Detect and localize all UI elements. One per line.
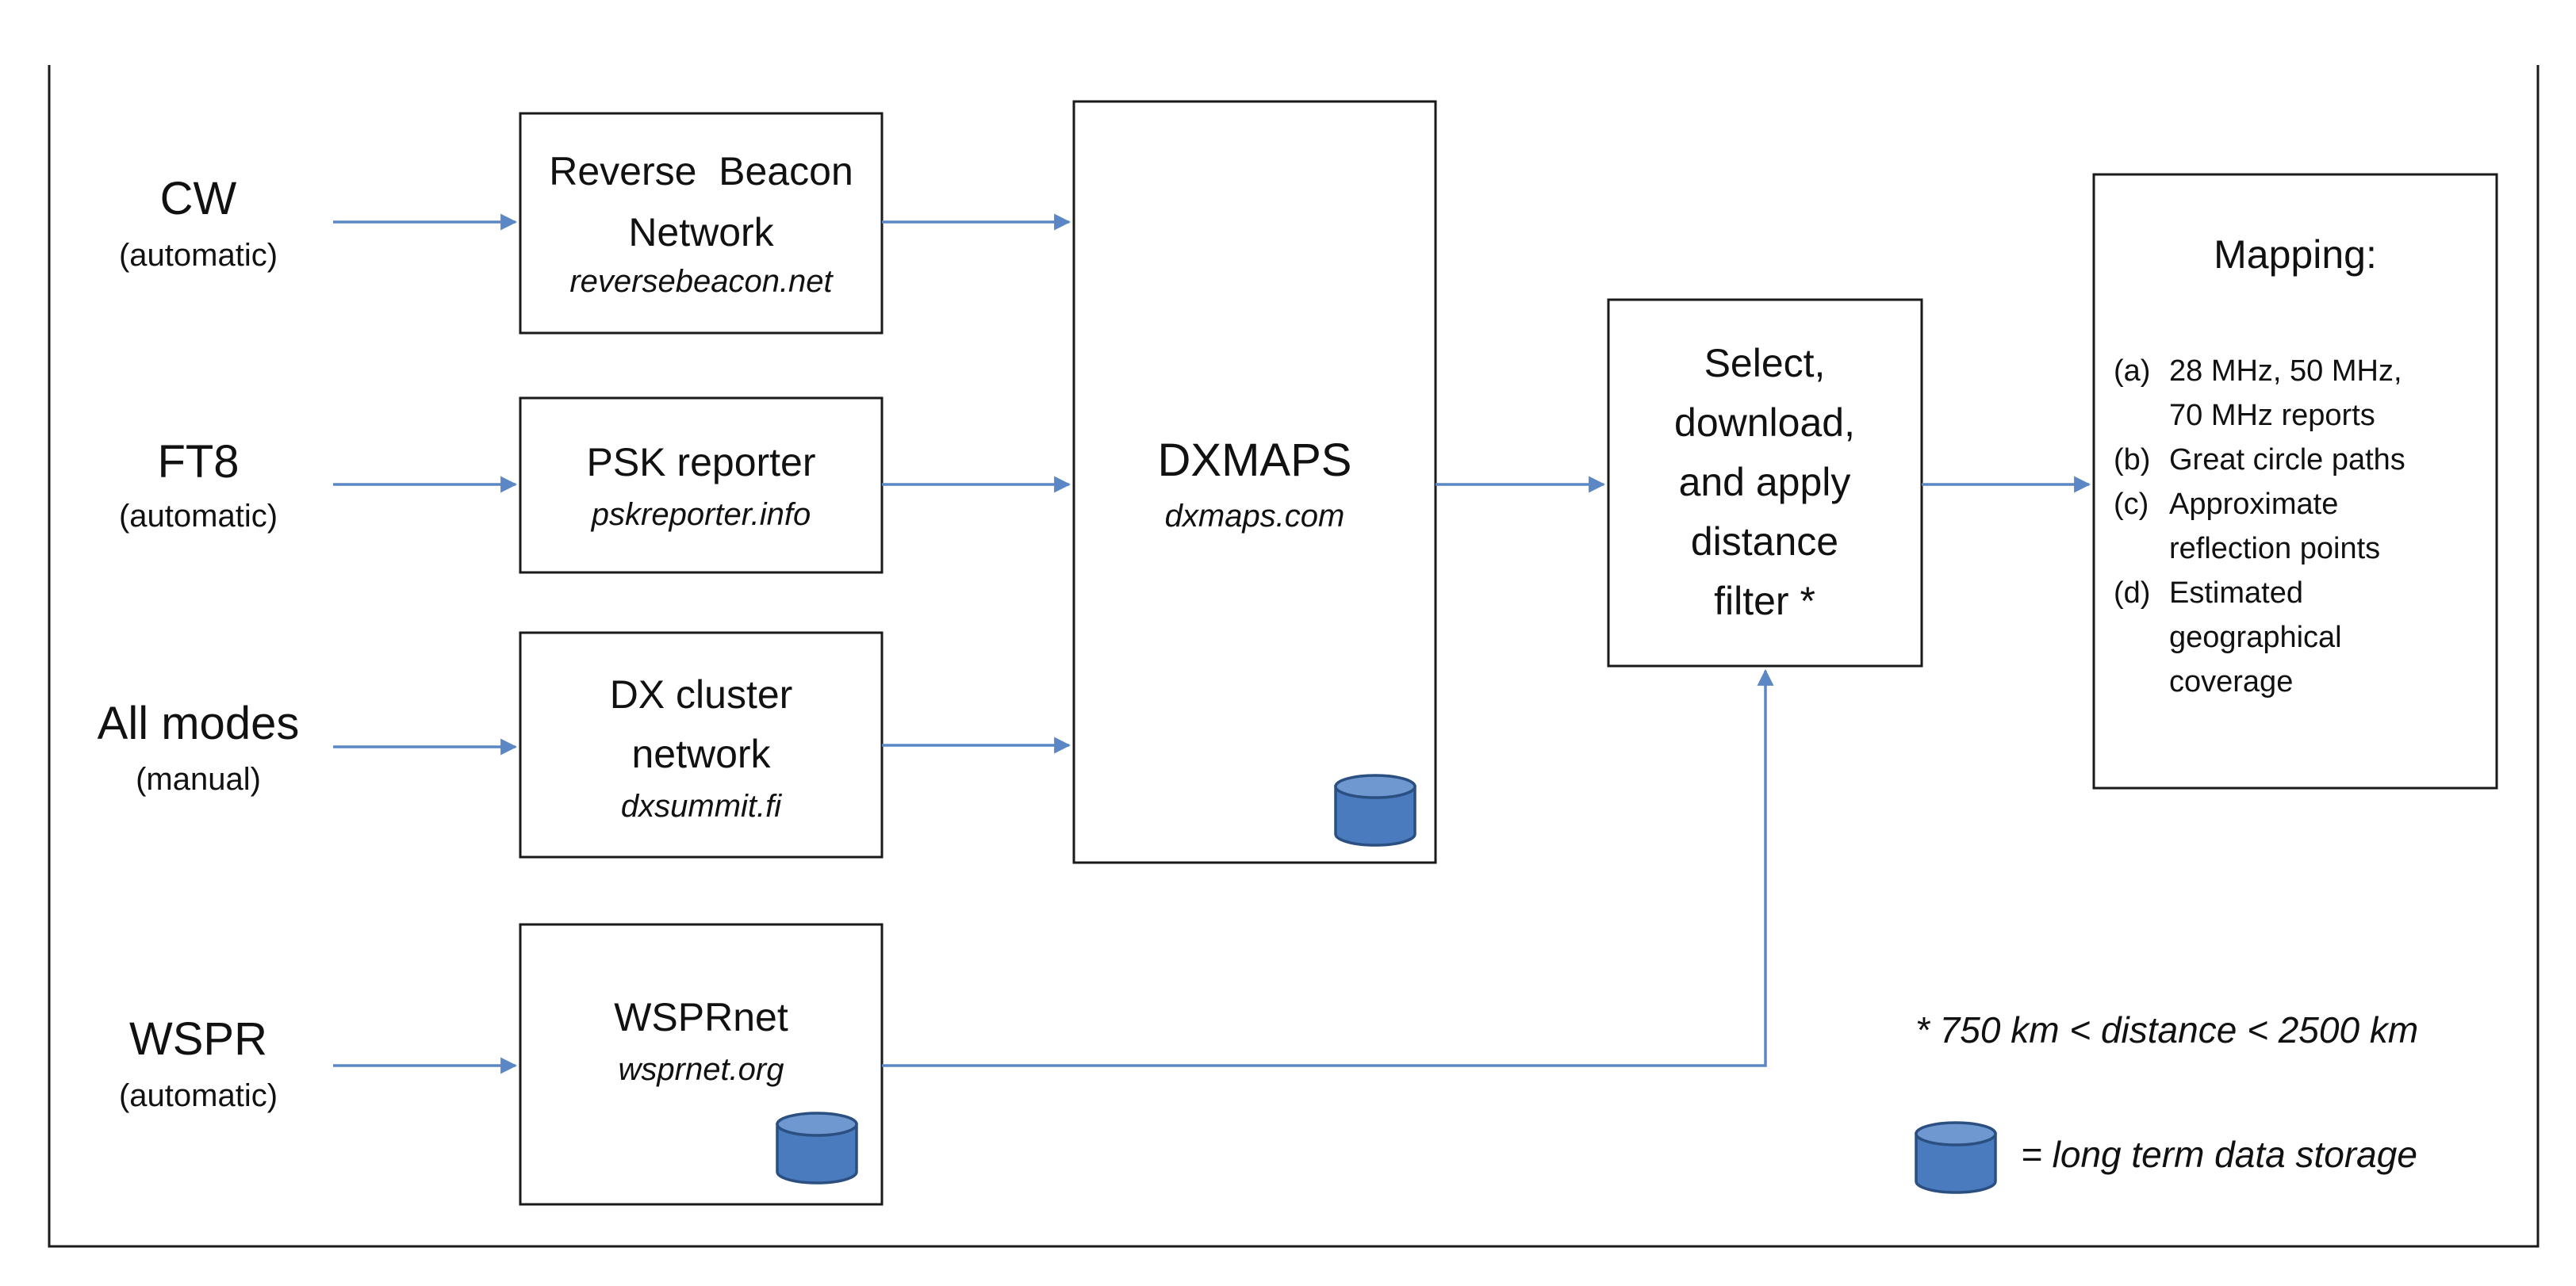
- mapping-title: Mapping:: [2214, 232, 2377, 277]
- source-sublabel: (manual): [136, 762, 261, 797]
- rbn-title-line2: Network: [628, 210, 774, 255]
- database-cylinder-icon: [1334, 774, 1416, 847]
- mapping-item-text: Estimated: [2169, 576, 2303, 610]
- database-cylinder-icon: [1915, 1121, 1997, 1194]
- dxmaps-url: dxmaps.com: [1165, 499, 1345, 534]
- wsprnet-url: wsprnet.org: [619, 1052, 784, 1087]
- source-wspr: WSPR (automatic): [119, 1013, 278, 1113]
- mapping-box: Mapping: (a) 28 MHz, 50 MHz, 70 MHz repo…: [2092, 173, 2498, 790]
- dx-cluster-title-line2: network: [631, 732, 771, 776]
- filter-line: distance: [1691, 519, 1838, 564]
- rbn-box: Reverse Beacon Network reversebeacon.net: [519, 112, 884, 335]
- source-label: WSPR: [129, 1013, 267, 1065]
- dx-cluster-box: DX cluster network dxsummit.fi: [519, 631, 884, 859]
- psk-title: PSK reporter: [586, 440, 815, 484]
- rbn-title-line1: Reverse Beacon: [549, 149, 853, 193]
- mapping-item-marker: (c): [2114, 488, 2149, 521]
- figure-frame: [48, 65, 2540, 1248]
- source-sublabel: (automatic): [119, 499, 278, 534]
- source-sublabel: (automatic): [119, 238, 278, 273]
- mapping-item-marker: (d): [2114, 576, 2150, 610]
- mapping-item-text: reflection points: [2169, 532, 2380, 565]
- dxmaps-box: DXMAPS dxmaps.com: [1072, 100, 1437, 864]
- mapping-item-text: 28 MHz, 50 MHz,: [2169, 354, 2402, 388]
- wsprnet-title: WSPRnet: [614, 995, 788, 1039]
- source-sublabel: (automatic): [119, 1078, 278, 1113]
- source-ft8: FT8 (automatic): [119, 436, 278, 534]
- source-cw: CW (automatic): [119, 173, 278, 273]
- mapping-item-marker: (a): [2114, 354, 2150, 388]
- mapping-item-text: coverage: [2169, 665, 2293, 698]
- mapping-item-text: geographical: [2169, 621, 2342, 654]
- mapping-item-marker: (b): [2114, 443, 2150, 477]
- dx-cluster-url: dxsummit.fi: [621, 789, 782, 824]
- rbn-url: reversebeacon.net: [569, 264, 834, 299]
- source-label: FT8: [157, 436, 239, 488]
- database-cylinder-icon: [776, 1112, 858, 1185]
- distance-footnote: * 750 km < distance < 2500 km: [1915, 1009, 2418, 1051]
- psk-url: pskreporter.info: [591, 497, 811, 532]
- wsprnet-box: WSPRnet wsprnet.org: [519, 923, 884, 1206]
- mapping-item-text: 70 MHz reports: [2169, 399, 2375, 432]
- filter-line: and apply: [1679, 460, 1851, 504]
- dxmaps-title: DXMAPS: [1158, 434, 1352, 486]
- arrow-wsprnet-to-filter: [882, 668, 1774, 1067]
- source-all-modes: All modes (manual): [98, 698, 300, 797]
- filter-line: Select,: [1704, 341, 1826, 385]
- source-label: CW: [160, 173, 237, 224]
- dx-cluster-title-line1: DX cluster: [610, 672, 793, 717]
- psk-box: PSK reporter pskreporter.info: [519, 396, 884, 574]
- mapping-item-text: Approximate: [2169, 488, 2338, 521]
- storage-legend-text: = long term data storage: [2021, 1134, 2417, 1175]
- source-label: All modes: [98, 698, 300, 749]
- mapping-item-text: Great circle paths: [2169, 443, 2405, 477]
- filter-line: download,: [1674, 400, 1855, 445]
- filter-box: Select, download, and apply distance fil…: [1607, 298, 1923, 668]
- filter-line: filter *: [1714, 579, 1815, 623]
